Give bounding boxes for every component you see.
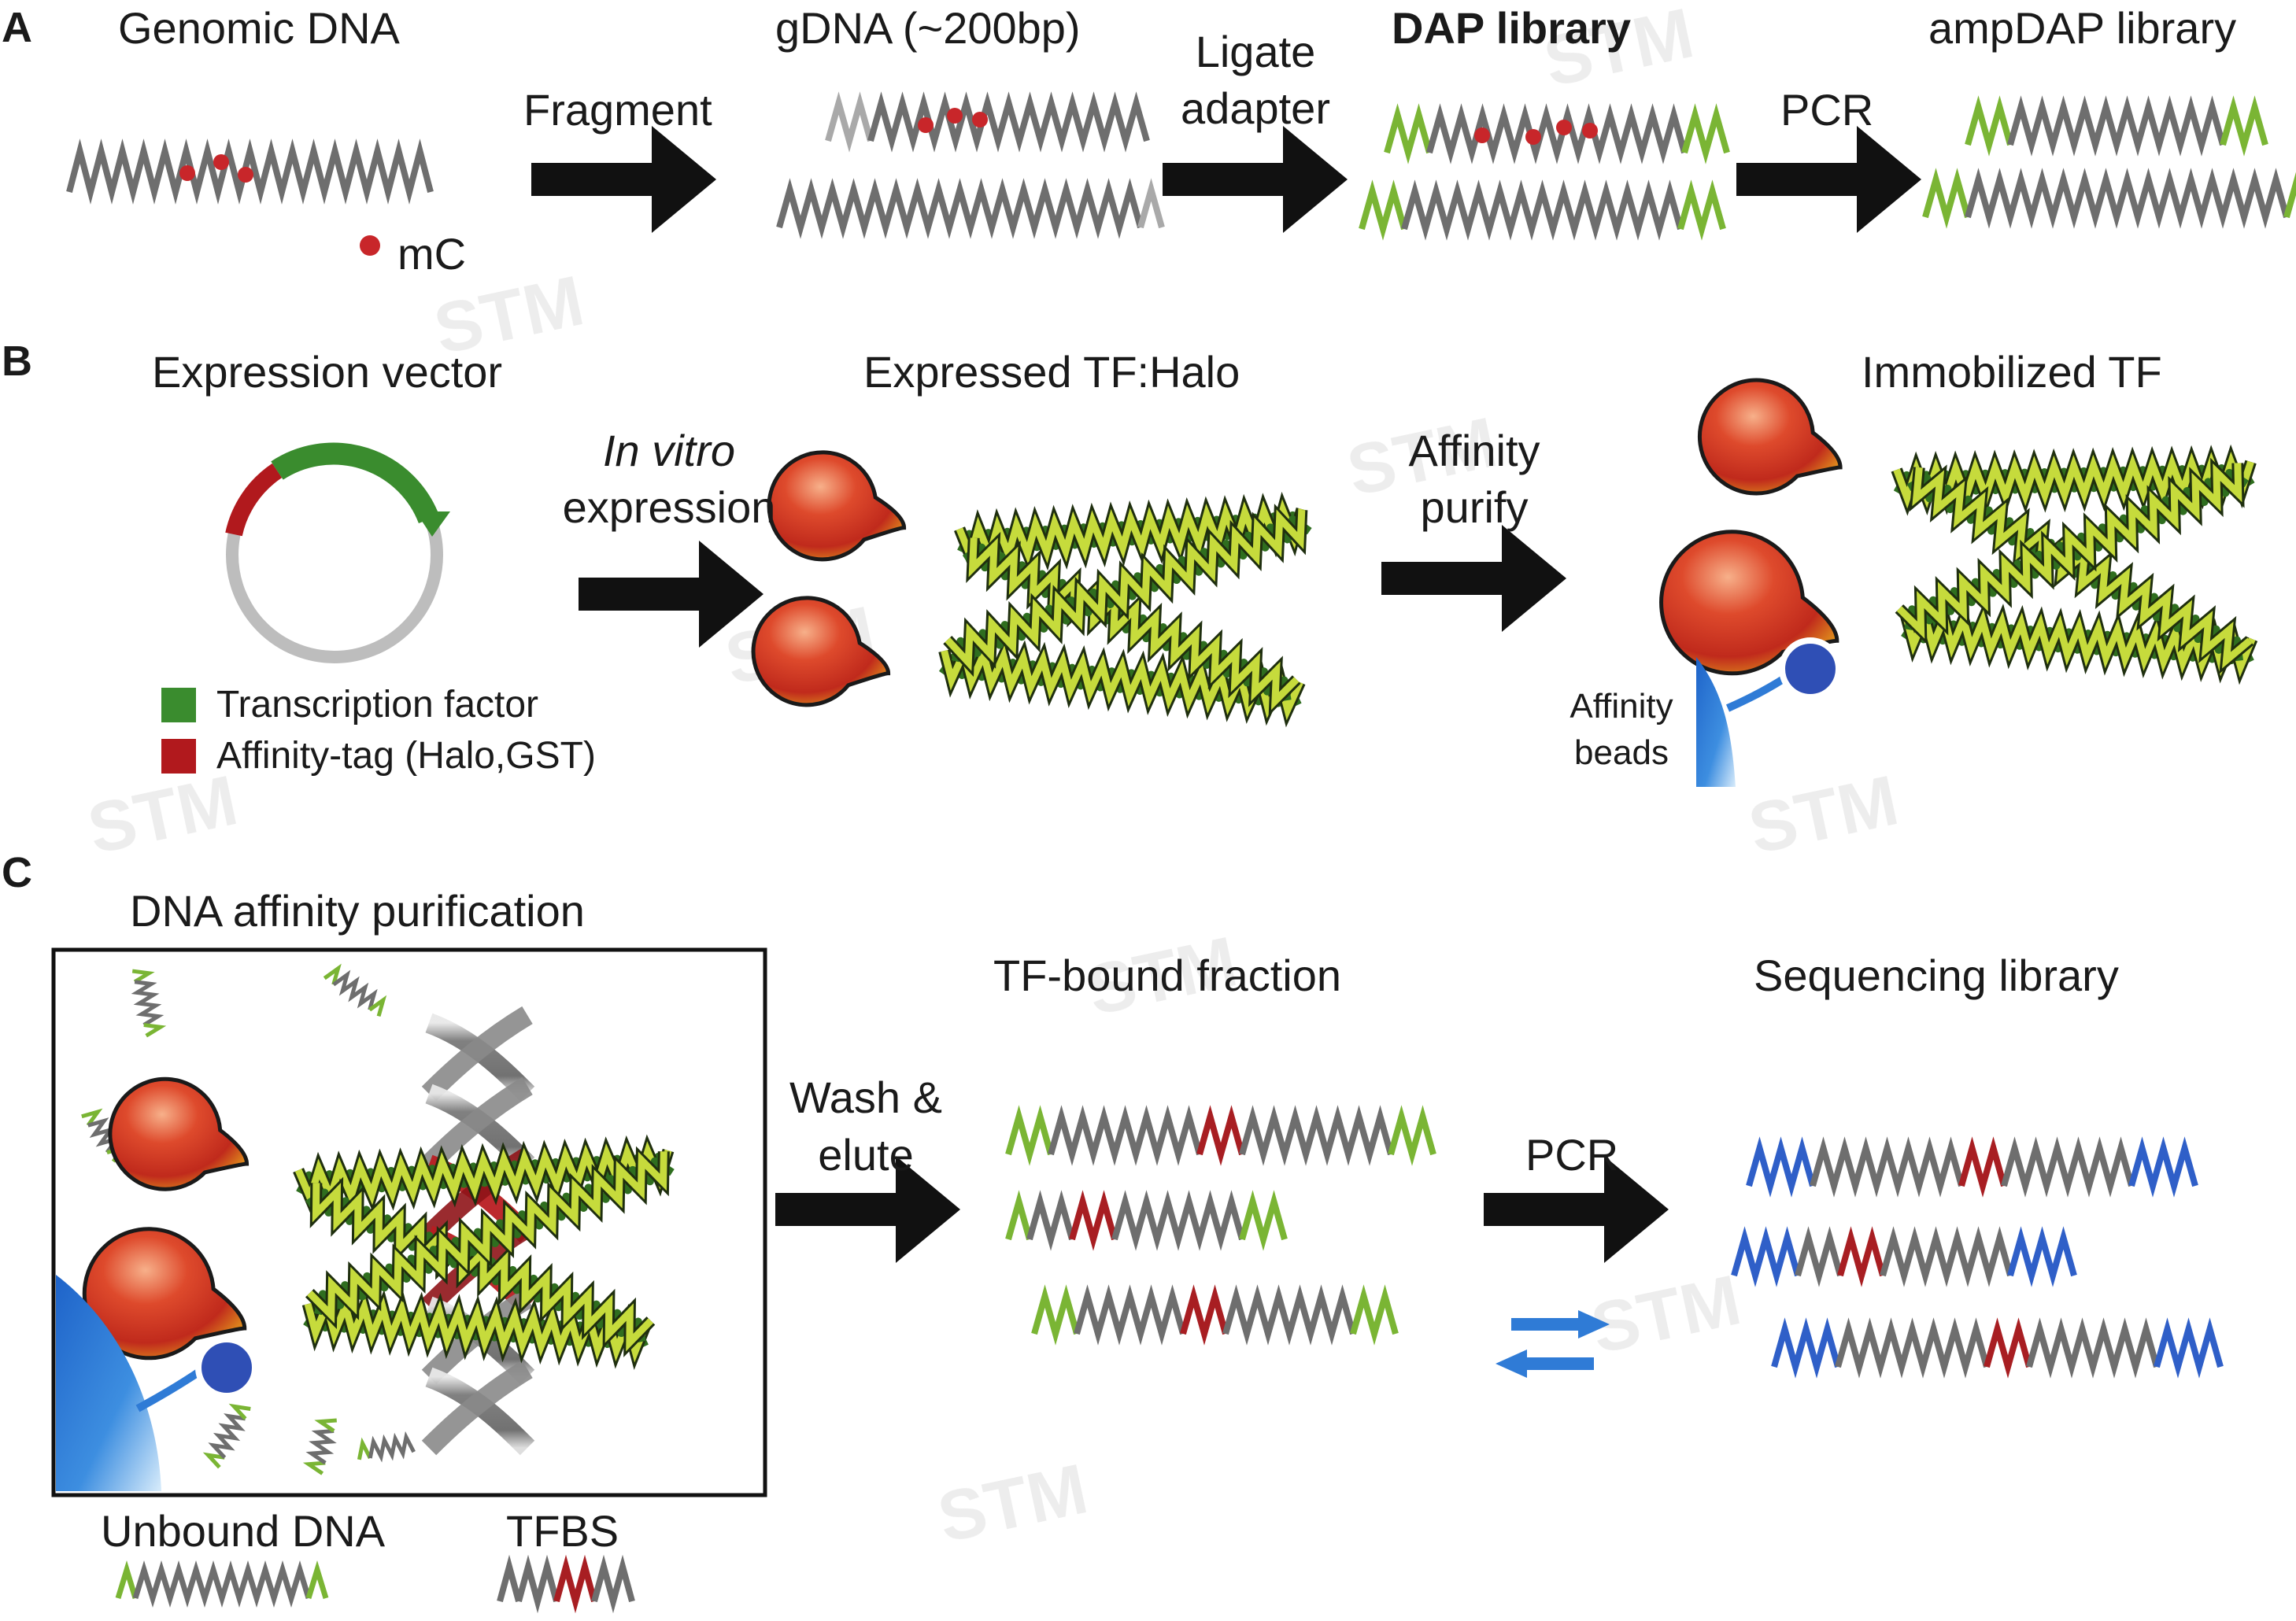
unbound-frag-4 bbox=[202, 1403, 251, 1469]
affinity-step-line1: Affinity bbox=[1408, 426, 1540, 475]
arrow-wash bbox=[775, 1156, 960, 1263]
dap-library-label: DAP library bbox=[1392, 3, 1631, 53]
expressed-tf-dna-cross-1 bbox=[962, 531, 1301, 716]
immobilized-tf-protein-2 bbox=[1659, 530, 1839, 676]
seq-fragment-1 bbox=[1746, 1136, 2198, 1198]
ampdap-fragment-2 bbox=[1922, 168, 2296, 229]
bound-fragment-2 bbox=[1005, 1190, 1288, 1251]
mc-legend-dot bbox=[360, 235, 380, 256]
purification-box bbox=[51, 947, 767, 1497]
bound-fragment-1 bbox=[1005, 1105, 1436, 1166]
arrow-pcr-c bbox=[1484, 1156, 1669, 1263]
panel-label-a: A bbox=[2, 4, 32, 51]
pcr-step-label-a: PCR bbox=[1780, 85, 1874, 135]
panel-label-b: B bbox=[2, 338, 32, 385]
tfbs-legend bbox=[497, 1554, 635, 1614]
pcr-step-label-c: PCR bbox=[1525, 1130, 1619, 1180]
bead-linker-b bbox=[1725, 673, 1789, 712]
immobilized-tf-cross-2 bbox=[1895, 457, 2249, 645]
arrow-pcr-a bbox=[1736, 126, 1921, 233]
watermark-text: STM bbox=[1584, 1261, 1747, 1368]
tf-bound-fraction-label: TF-bound fraction bbox=[993, 951, 1341, 1000]
wash-step-line2: elute bbox=[818, 1130, 914, 1180]
immobilized-tf-label: Immobilized TF bbox=[1862, 347, 2162, 397]
unbound-frag-6 bbox=[357, 1431, 416, 1463]
dap-fragment-1 bbox=[1384, 103, 1730, 164]
watermark-layer: STMSTMSTMSTMSTMSTMSTMSTMSTM bbox=[81, 0, 1905, 1558]
expressed-tf-label: Expressed TF:Halo bbox=[863, 347, 1240, 397]
arrow-fragment bbox=[531, 126, 716, 233]
gdna-label: gDNA (~200bp) bbox=[775, 3, 1081, 53]
affinity-bead-c bbox=[56, 1275, 161, 1491]
legend-tf-label: Transcription factor bbox=[216, 684, 539, 726]
affinity-bead-b bbox=[1696, 657, 1736, 787]
ligate-step-line2: adapter bbox=[1181, 83, 1330, 133]
seq-fragment-2 bbox=[1731, 1226, 2077, 1287]
halo-tag-b bbox=[1779, 637, 1842, 700]
ampdap-fragment-1 bbox=[1965, 95, 2268, 157]
fragment-step-label: Fragment bbox=[523, 85, 712, 135]
process-arrows bbox=[531, 126, 1921, 1263]
watermark-text: STM bbox=[1742, 761, 1905, 869]
gdna-methyl-marks bbox=[918, 108, 988, 133]
sequencing-library-label: Sequencing library bbox=[1754, 951, 2119, 1000]
genomic-dna-label: Genomic DNA bbox=[118, 3, 400, 53]
unbound-frag-5 bbox=[302, 1418, 337, 1475]
halo-tag-c bbox=[195, 1336, 258, 1399]
expressed-tf-dna-cross-2 bbox=[943, 504, 1312, 678]
affinity-step-line2: purify bbox=[1420, 482, 1529, 532]
gdna-fragment-1 bbox=[825, 91, 1150, 153]
proteins-and-beads bbox=[56, 378, 2258, 1491]
arrow-affinity bbox=[1381, 525, 1566, 632]
mc-legend-label: mC bbox=[397, 229, 467, 279]
legend-tf-swatch bbox=[161, 688, 196, 722]
bound-fragment-3 bbox=[1031, 1284, 1399, 1346]
expressed-tf-protein-2 bbox=[751, 596, 891, 707]
wash-step-line1: Wash & bbox=[789, 1073, 942, 1122]
invitro-step-line1: In vitro bbox=[602, 426, 736, 475]
arrow-invitro bbox=[579, 541, 763, 648]
immobilized-tf-protein-1 bbox=[1697, 378, 1843, 496]
unbound-frag-1 bbox=[131, 969, 167, 1038]
bound-tf-cross-2 bbox=[305, 1146, 675, 1330]
genomic-dna-strand bbox=[66, 138, 434, 205]
watermark-text: STM bbox=[931, 1449, 1094, 1557]
genomic-methyl-marks bbox=[179, 154, 253, 183]
legend-tag-label: Affinity-tag (Halo,GST) bbox=[216, 735, 596, 777]
gdna-fragment-2 bbox=[776, 178, 1165, 239]
dap-methyl-marks bbox=[1474, 120, 1598, 145]
watermark-text: STM bbox=[81, 761, 244, 869]
ampdap-library-label: ampDAP library bbox=[1928, 3, 2237, 53]
dna-strands bbox=[66, 91, 2296, 1614]
arrow-ligate bbox=[1163, 126, 1348, 233]
dap-fragment-2 bbox=[1359, 179, 1726, 241]
plasmid-icon bbox=[225, 442, 450, 663]
expression-vector-label: Expression vector bbox=[152, 347, 503, 397]
unbound-dna-legend bbox=[115, 1560, 329, 1608]
panel-label-c: C bbox=[2, 849, 32, 896]
ligate-step-line1: Ligate bbox=[1195, 27, 1316, 76]
invitro-step-line2: expression bbox=[562, 482, 776, 532]
affinity-beads-line1: Affinity bbox=[1569, 687, 1673, 726]
unbound-dna-label: Unbound DNA bbox=[101, 1506, 386, 1556]
expressed-tf-protein-1 bbox=[767, 450, 907, 562]
bound-tf-protein-1 bbox=[108, 1076, 250, 1191]
affinity-beads-line2: beads bbox=[1574, 733, 1669, 772]
legend-tag-swatch bbox=[161, 739, 196, 774]
dna-affinity-purification-label: DNA affinity purification bbox=[130, 886, 585, 936]
tfbs-label: TFBS bbox=[506, 1506, 619, 1556]
unbound-frag-2 bbox=[323, 963, 387, 1017]
pcr-cycle-arrows bbox=[1496, 1310, 1610, 1378]
seq-fragment-3 bbox=[1771, 1317, 2224, 1379]
